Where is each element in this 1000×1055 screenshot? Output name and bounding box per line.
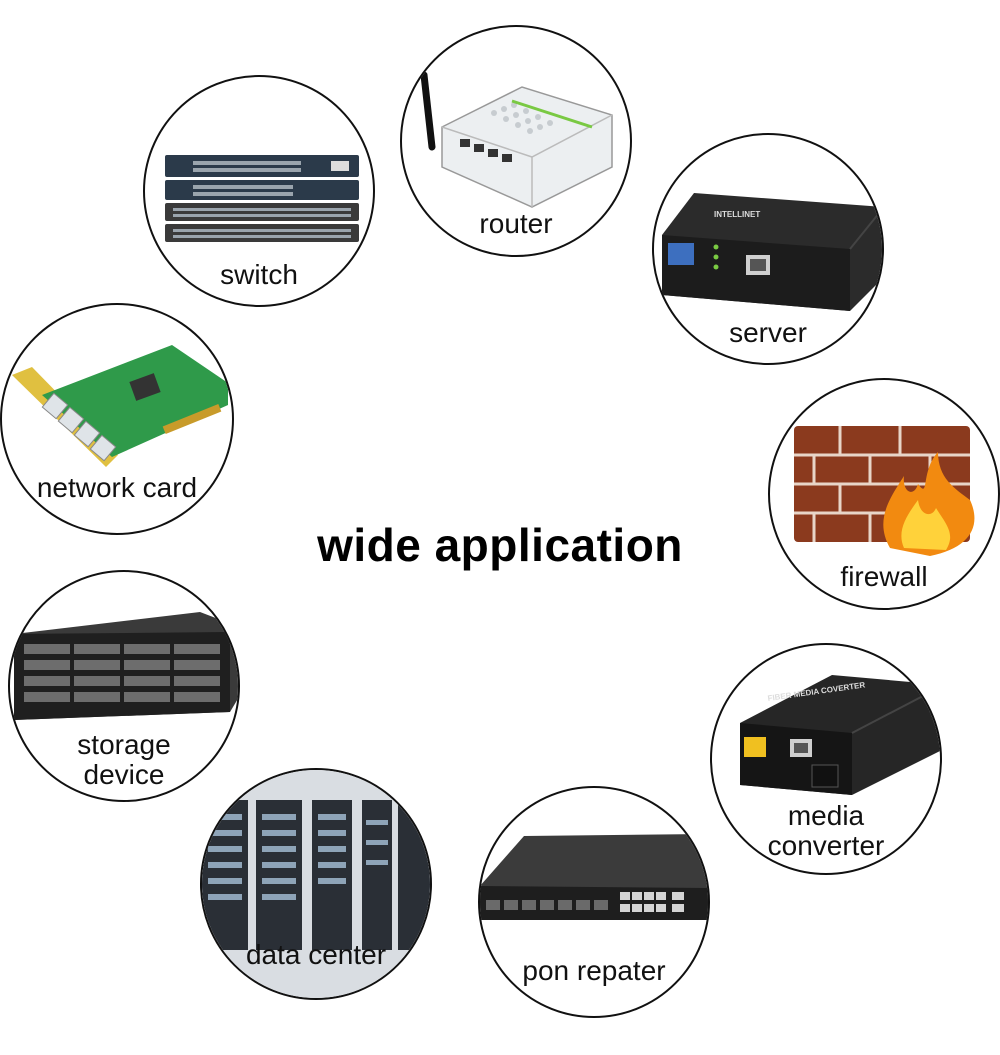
pon-repeater-label: pon repater	[522, 955, 666, 986]
firewall-label: firewall	[840, 561, 928, 592]
server-circle: INTELLINET server	[652, 133, 884, 365]
network-card-label: network card	[36, 472, 198, 503]
server-label: server	[729, 317, 807, 348]
storage-device-label: storage device	[77, 729, 171, 790]
media-converter-circle: FIBER MEDIA COVERTER media converter	[710, 643, 942, 875]
router-icon	[420, 71, 613, 208]
network-card-icon	[12, 345, 228, 467]
switch-icon	[165, 155, 359, 242]
svg-text:INTELLINET: INTELLINET	[714, 210, 760, 219]
network-card-circle: network card	[0, 303, 234, 535]
data-center-icon	[202, 770, 430, 998]
storage-device-circle: storage device	[8, 570, 240, 802]
pon-repeater-icon	[480, 834, 708, 920]
server-icon: INTELLINET	[662, 193, 882, 311]
router-label: router	[479, 208, 553, 239]
storage-device-icon	[14, 612, 238, 720]
data-center-label: data center	[245, 939, 387, 970]
firewall-icon	[794, 426, 975, 556]
media-converter-label: media converter	[767, 800, 885, 861]
firewall-circle: firewall	[768, 378, 1000, 610]
router-circle: router	[400, 25, 632, 257]
media-converter-icon: FIBER MEDIA COVERTER	[740, 675, 940, 795]
data-center-circle: data center	[200, 768, 432, 1000]
switch-circle: switch	[143, 75, 375, 307]
pon-repeater-circle: pon repater	[478, 786, 710, 1018]
page-title: wide application	[317, 519, 683, 571]
switch-label: switch	[220, 259, 298, 290]
